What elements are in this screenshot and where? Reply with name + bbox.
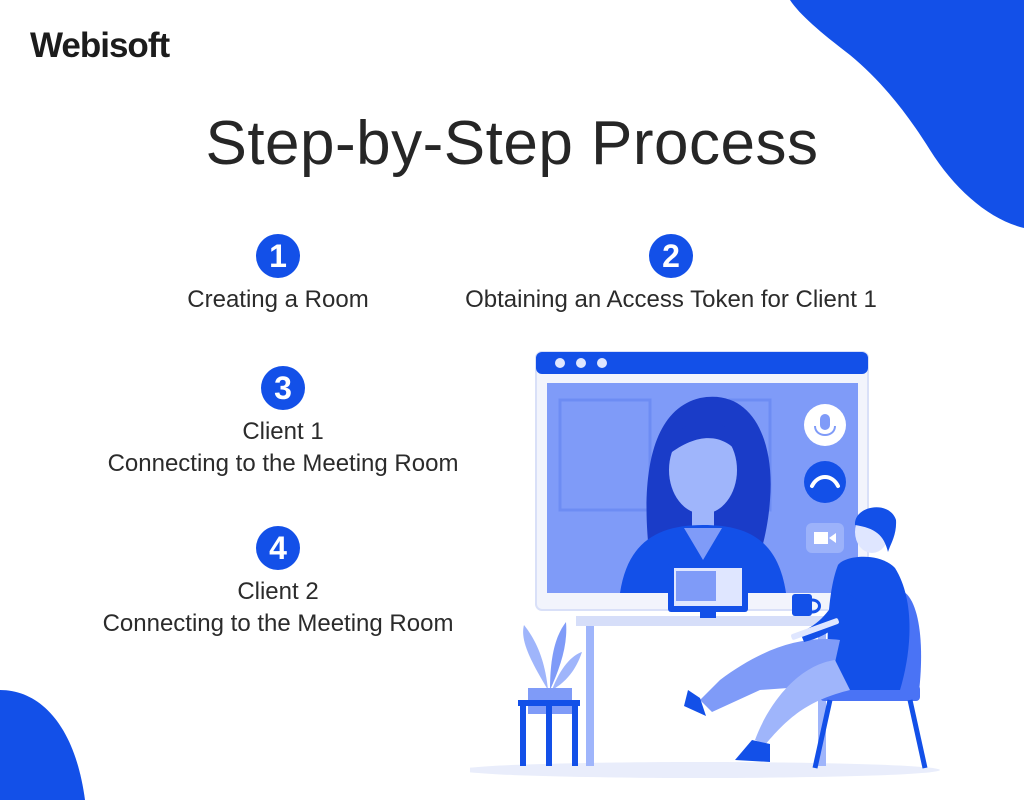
step-label-line-2: Connecting to the Meeting Room xyxy=(102,610,454,637)
step-label-line-2: Connecting to the Meeting Room xyxy=(107,450,459,477)
window-dot-icon xyxy=(555,358,565,368)
step-2: 2 Obtaining an Access Token for Client 1 xyxy=(426,234,916,316)
brand-logo: Webisoft xyxy=(30,26,170,65)
step-label: Obtaining an Access Token for Client 1 xyxy=(465,286,877,313)
top-right-blob xyxy=(790,0,1024,228)
window-titlebar xyxy=(536,352,868,374)
window-dot-icon xyxy=(597,358,607,368)
step-3: 3 Client 1 Connecting to the Meeting Roo… xyxy=(70,366,496,480)
step-number-badge: 1 xyxy=(256,234,300,278)
step-label-line-1: Client 1 xyxy=(242,418,324,445)
window-dot-icon xyxy=(576,358,586,368)
step-number-badge: 3 xyxy=(261,366,305,410)
step-4: 4 Client 2 Connecting to the Meeting Roo… xyxy=(65,526,491,640)
step-label-line-1: Client 2 xyxy=(237,578,319,605)
step-1: 1 Creating a Room xyxy=(148,234,408,316)
step-number-badge: 2 xyxy=(649,234,693,278)
page-title: Step-by-Step Process xyxy=(205,109,819,178)
bottom-left-blob xyxy=(0,690,85,800)
video-call-illustration xyxy=(470,351,940,778)
hang-up-icon xyxy=(804,461,846,503)
step-number-badge: 4 xyxy=(256,526,300,570)
step-label: Creating a Room xyxy=(187,286,369,313)
